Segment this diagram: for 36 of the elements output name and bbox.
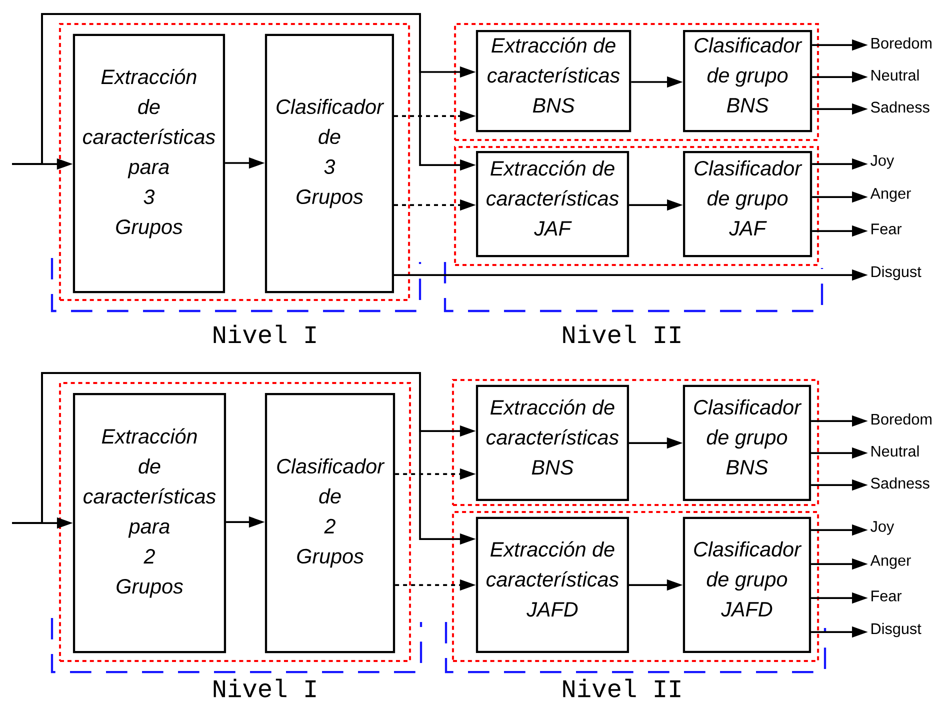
group-frame [452, 510, 820, 662]
process-box: Clasificador de grupo BNS [682, 384, 812, 502]
output-label: Disgust [872, 266, 922, 280]
output-label: Sadness [870, 477, 930, 489]
output-label: Fear [872, 224, 902, 234]
process-box: Extracción de características JAF [476, 150, 630, 258]
level-label: Nivel II [563, 678, 680, 698]
output-label: Neutral [872, 445, 919, 457]
output-label: Anger [870, 555, 911, 569]
output-label: Anger [870, 188, 911, 202]
level-label: Nivel II [563, 324, 680, 344]
process-box: Extracción de características para 2 Grupos [72, 392, 226, 654]
group-frame [58, 23, 410, 301]
process-box: Clasificador de grupo JAFD [682, 516, 812, 654]
process-box: Extracción de características para 3 Grupos [72, 34, 226, 294]
level-label: Nivel I [214, 324, 316, 344]
group-frame [454, 146, 819, 266]
output-label: Boredom [872, 413, 932, 425]
group-frame [59, 382, 411, 662]
output-label: Disgust [872, 622, 922, 638]
process-box: Extracción de características JAFD [476, 516, 629, 654]
group-frame [452, 378, 820, 506]
process-box: Clasificador de grupo JAF [683, 150, 812, 258]
output-label: Joy [870, 155, 894, 169]
output-label: Joy [870, 521, 894, 535]
process-box: Extracción de características BNS [476, 384, 629, 502]
output-label: Sadness [870, 101, 930, 113]
process-box: Clasificador de 2 Grupos [264, 392, 396, 654]
level-label: Nivel I [214, 678, 316, 698]
output-label: Neutral [872, 69, 919, 81]
process-box: Clasificador de 3 Grupos [264, 34, 394, 294]
output-label: Boredom [872, 37, 932, 49]
process-box: Extracción de características BNS [476, 30, 632, 132]
output-label: Fear [872, 590, 902, 602]
process-box: Clasificador de grupo BNS [683, 30, 812, 132]
group-frame [454, 23, 819, 141]
